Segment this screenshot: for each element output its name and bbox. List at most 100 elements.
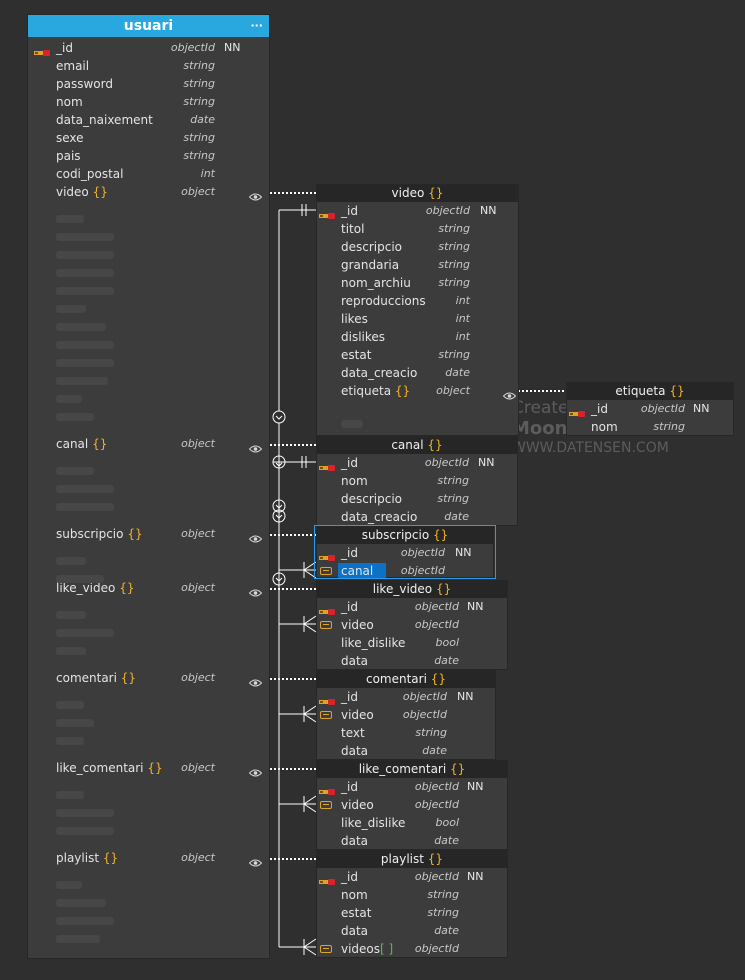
field-name-text: reproduccions [341,294,426,308]
object-brace: {} [394,384,411,398]
field-type: string [427,888,459,901]
field-name: nom [341,472,368,490]
eye-icon[interactable] [248,764,263,777]
field-type: string [437,492,469,505]
table-title-bar[interactable]: canal {} [317,437,517,454]
field-row-like_comentari[interactable]: like_comentari {}object [28,759,269,777]
eye-icon[interactable] [502,387,517,400]
table-title-bar[interactable]: video {} [317,185,518,202]
eye-icon[interactable] [248,188,263,201]
field-row-video[interactable]: video {}object [28,183,269,201]
eye-icon[interactable] [248,584,263,597]
table-title-bar[interactable]: subscripcio {} [317,527,493,544]
eye-icon[interactable] [248,440,263,453]
field-row-comentari[interactable]: comentari {}object [28,669,269,687]
field-row-canal[interactable]: canal {}object [28,435,269,453]
eye-icon[interactable] [248,674,263,687]
field-name-text: video [56,185,89,199]
field-name-text: pais [56,149,81,163]
field-type: object [436,384,470,397]
eye-icon[interactable] [248,530,263,543]
table-title: subscripcio [361,528,430,542]
field-row-subscripcio[interactable]: subscripcio {}object [28,525,269,543]
eye-icon[interactable] [248,854,263,867]
field-name: titol [341,220,364,238]
field-row-etiqueta[interactable]: etiqueta {}object [317,382,518,400]
field-row-videos[interactable]: videos[ ]objectId [317,940,507,958]
field-name-text: canal [56,437,89,451]
field-name: dislikes [341,328,385,346]
field-name: data_creacio [341,508,417,526]
table-title-bar[interactable]: usuari ··· [28,15,269,37]
foreign-key-icon [320,801,332,809]
table-title-bar[interactable]: playlist {} [317,851,507,868]
table-title-bar[interactable]: like_comentari {} [317,761,507,778]
table-title-bar[interactable]: etiqueta {} [567,383,733,400]
field-name-text: grandaria [341,258,400,272]
field-type: string [427,906,459,919]
table-title: video [391,186,425,200]
collapsed-field-placeholder [56,827,114,835]
field-row-playlist[interactable]: playlist {}object [28,849,269,867]
field-name: _id [341,454,358,472]
object-brace: {} [92,185,108,199]
table-title-bar[interactable]: like_video {} [317,581,507,598]
field-name-text: _id [341,870,358,884]
field-name: data [341,742,368,760]
field-row-like_video[interactable]: like_video {}object [28,579,269,597]
table-title-bar[interactable]: comentari {} [317,671,495,688]
table-menu-icon[interactable]: ··· [250,19,263,32]
